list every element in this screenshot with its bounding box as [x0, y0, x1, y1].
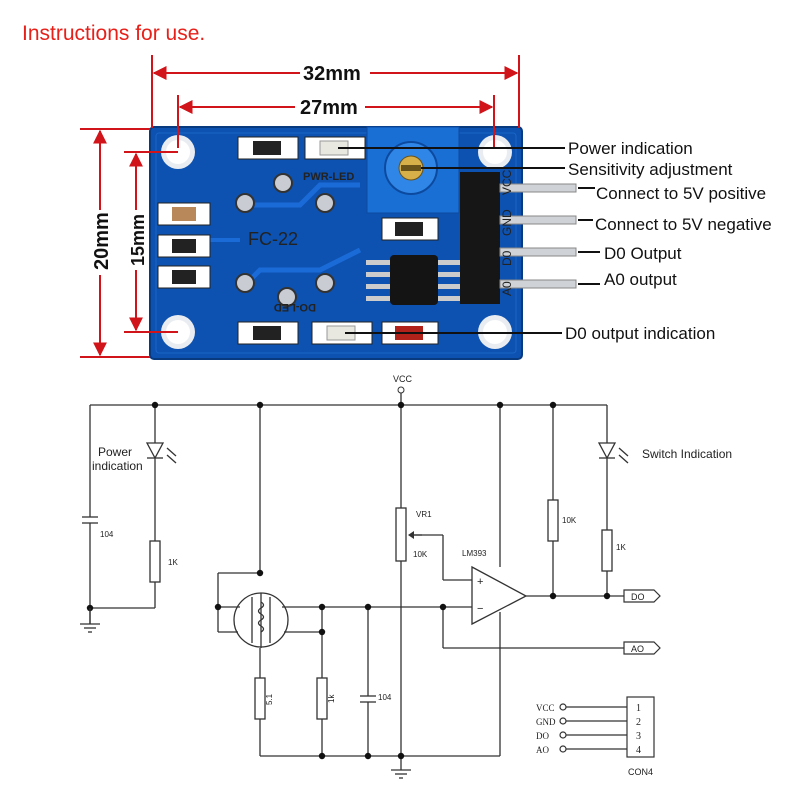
- do-led-label: DO-LED: [274, 301, 316, 313]
- con4-label-gnd: GND: [536, 717, 556, 727]
- schematic-junctions: [86, 401, 611, 760]
- do-tag-label: DO: [631, 592, 645, 602]
- ao-tag-label: AO: [631, 644, 644, 654]
- callout-power-indication: Power indication: [568, 139, 693, 158]
- con4-label-do: DO: [536, 731, 549, 741]
- callout-gnd: Connect to 5V negative: [595, 215, 772, 234]
- con4-pin-4: 4: [636, 745, 641, 756]
- vcc-terminal-icon: [397, 386, 405, 394]
- r-1k-label: 1k: [327, 694, 336, 703]
- ic-chip-icon: [390, 255, 438, 305]
- cap1-label: 104: [100, 530, 114, 539]
- callout-sensitivity-adjustment: Sensitivity adjustment: [568, 160, 733, 179]
- potentiometer-icon: [395, 507, 407, 562]
- ground-icon: [391, 769, 411, 779]
- pullup-resistor-label: 10K: [562, 516, 577, 525]
- con4-pin-1: 1: [636, 703, 641, 714]
- con4-name: CON4: [628, 767, 653, 777]
- dimension-width-inner: 27mm: [300, 97, 358, 119]
- power-led-icon: [145, 442, 177, 464]
- switch-led-icon: [597, 442, 629, 464]
- vcc-label: VCC: [393, 374, 413, 384]
- dimension-lines: [80, 55, 520, 358]
- callout-d0-output: D0 Output: [604, 244, 682, 263]
- comparator-plus-label: +: [477, 576, 483, 588]
- resistor-icon: [547, 499, 559, 542]
- do-output-tag-icon: [623, 589, 661, 603]
- board-model-label: FC-22: [248, 229, 298, 249]
- load-resistor-label: 5.1: [265, 693, 274, 705]
- page-heading: Instructions for use.: [22, 22, 206, 45]
- switch-indication-label: Switch Indication: [642, 447, 732, 461]
- con4-pin-3: 3: [636, 731, 641, 742]
- resistor-icon: [601, 529, 613, 572]
- dimension-height-inner: 15mm: [128, 214, 148, 266]
- callout-lines: [338, 147, 600, 334]
- potentiometer-icon: [366, 126, 460, 214]
- pin-label-gnd: GND: [500, 209, 514, 236]
- cap2-label: 104: [378, 693, 392, 702]
- gas-sensor-icon: [233, 592, 289, 648]
- comparator-minus-label: −: [477, 603, 483, 615]
- ao-output-tag-icon: [623, 641, 661, 655]
- power-indication-label-2: indication: [92, 459, 143, 473]
- sensor-board: VCC GND D0 A0 FC-22 PWR-LED DO-LED: [149, 126, 577, 360]
- con4-label-ao: AO: [536, 745, 549, 755]
- resistor-icon: [149, 540, 161, 583]
- vr1-label: VR1: [416, 510, 432, 519]
- led-resistor-label: 1K: [616, 543, 626, 552]
- schematic-wires: [82, 393, 624, 770]
- pin-label-d0: D0: [500, 250, 514, 266]
- pwr-led-label: PWR-LED: [303, 171, 354, 183]
- callout-a0-output: A0 output: [604, 270, 677, 289]
- callout-vcc: Connect to 5V positive: [596, 184, 766, 203]
- pin-label-a0: A0: [500, 281, 514, 296]
- dimension-height-outer: 20mm: [91, 212, 113, 270]
- comparator-icon: [471, 565, 528, 626]
- ic-label: LM393: [462, 549, 487, 558]
- resistor-icon: [316, 677, 328, 720]
- callout-d0-output-indication: D0 output indication: [565, 324, 715, 343]
- connector-con4: VCC GND DO AO 1 2 3 4 CON4: [536, 696, 655, 777]
- power-indication-label-1: Power: [98, 445, 132, 459]
- mounting-hole-icon: [478, 135, 512, 169]
- con4-pin-2: 2: [636, 717, 641, 728]
- r1-label: 1K: [168, 558, 178, 567]
- ground-icon: [80, 608, 100, 633]
- pin-label-vcc: VCC: [500, 169, 514, 195]
- vr1-value-label: 10K: [413, 550, 428, 559]
- dimension-width-outer: 32mm: [303, 63, 361, 85]
- resistor-icon: [254, 677, 266, 720]
- con4-label-vcc: VCC: [536, 703, 555, 713]
